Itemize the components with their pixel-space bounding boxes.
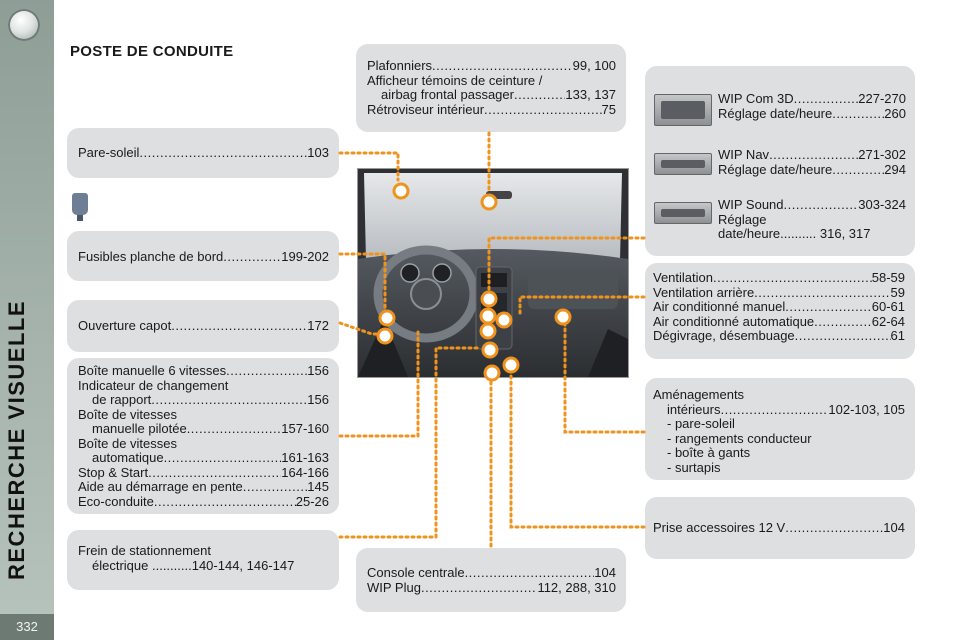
entry-pages[interactable]: 112, 288, 310: [537, 581, 616, 596]
entry-pages[interactable]: 156: [307, 393, 329, 408]
entry-pages[interactable]: 62-64: [872, 315, 905, 330]
entry-pages[interactable]: 99, 100: [573, 59, 616, 74]
entry-pages[interactable]: 133, 137: [565, 88, 616, 103]
entry-label: de rapport: [92, 393, 151, 408]
sidebar-title: RECHERCHE VISUELLE: [4, 160, 44, 580]
entry-label: Fusibles planche de bord: [78, 250, 223, 265]
entry-label: Prise accessoires 12 V: [653, 521, 785, 536]
box-capot[interactable]: Ouverture capot 172: [67, 300, 339, 352]
entry-pages[interactable]: 161-163: [281, 451, 329, 466]
entry-pages[interactable]: 260: [884, 107, 906, 122]
entry-label: Console centrale: [367, 566, 465, 581]
entry-label: Réglage date/heure: [718, 163, 832, 178]
entry-label: WIP Plug: [367, 581, 421, 596]
wip-nav-unit-icon: [654, 153, 712, 175]
list-item: - pare-soleil: [653, 417, 905, 432]
wip-com-unit-icon: [654, 94, 712, 126]
entry-label: Pare-soleil: [78, 146, 139, 161]
page-number: 332: [0, 614, 54, 640]
box-amenagements[interactable]: Aménagements intérieurs 102-103, 105 - pa…: [645, 378, 915, 480]
ventilation-row: Ventilation 58-59: [653, 271, 905, 286]
entry-label: Afficheur témoins de ceinture /: [367, 74, 616, 89]
entry-pages[interactable]: 156: [307, 364, 329, 379]
entry-label: Plafonniers: [367, 59, 432, 74]
sidebar: RECHERCHE VISUELLE 332: [0, 0, 54, 640]
box-console[interactable]: Console centrale 104 WIP Plug 112, 288, 31…: [356, 548, 626, 612]
entry-label: Dégivrage, désembuage: [653, 329, 795, 344]
entry-pages[interactable]: 75: [602, 103, 616, 118]
entry-label: Ouverture capot: [78, 319, 171, 334]
entry-pages[interactable]: 227-270: [858, 92, 906, 107]
entry-pages[interactable]: 199-202: [281, 250, 329, 265]
page-title: POSTE DE CONDUITE: [70, 43, 233, 60]
entry-label: Aide au démarrage en pente: [78, 480, 243, 495]
cockpit-illustration: [357, 168, 629, 378]
entry-pages[interactable]: 103: [307, 146, 329, 161]
entry-label: Réglage date/heure: [718, 107, 832, 122]
entry-label: Réglage: [718, 213, 906, 228]
entry-label: Indicateur de changement: [78, 379, 329, 394]
entry-pages[interactable]: 25-26: [296, 495, 329, 510]
entry-label: intérieurs: [667, 403, 720, 418]
section-logo-icon: [8, 9, 40, 41]
entry-label: airbag frontal passager: [381, 88, 514, 103]
entry-label: Aménagements: [653, 388, 905, 403]
entry-pages[interactable]: 59: [891, 286, 905, 301]
list-item: - surtapis: [653, 461, 905, 476]
entry-pages[interactable]: 102-103, 105: [828, 403, 905, 418]
box-plafonniers[interactable]: Plafonniers 99, 100 Afficheur témoins de …: [356, 44, 626, 132]
list-item: - boîte à gants: [653, 446, 905, 461]
entry-label: Boîte de vitesses: [78, 437, 329, 452]
entry-pages[interactable]: 271-302: [858, 148, 906, 163]
box-fusibles[interactable]: Fusibles planche de bord 199-202: [67, 231, 339, 281]
entry-pages[interactable]: date/heure.......... 316, 317: [718, 227, 906, 242]
entry-label: Boîte manuelle 6 vitesses: [78, 364, 226, 379]
box-pare-soleil[interactable]: Pare-soleil 103: [67, 128, 339, 178]
entry-pages[interactable]: 164-166: [281, 466, 329, 481]
entry-label: WIP Sound: [718, 198, 784, 213]
ventilation-row: Air conditionné automatique 62-64: [653, 315, 905, 330]
ventilation-row: Ventilation arrière 59: [653, 286, 905, 301]
box-ventilation[interactable]: Ventilation 58-59 Ventilation arrière 59 A…: [645, 263, 915, 359]
entry-pages[interactable]: 104: [883, 521, 905, 536]
entry-label: Air conditionné manuel: [653, 300, 785, 315]
entry-label: manuelle pilotée: [92, 422, 187, 437]
entry-label: Stop & Start: [78, 466, 148, 481]
entry-label: WIP Nav: [718, 148, 769, 163]
entry-pages[interactable]: 172: [307, 319, 329, 334]
entry-pages[interactable]: 145: [307, 480, 329, 495]
entry-pages[interactable]: 303-324: [858, 198, 906, 213]
wip-sound-unit-icon: [654, 202, 712, 224]
box-wip[interactable]: WIP Com 3D227-270 Réglage date/heure260 …: [645, 66, 915, 256]
list-item: - rangements conducteur: [653, 432, 905, 447]
entry-pages[interactable]: électrique ...........140-144, 146-147: [78, 559, 329, 574]
entry-label: Eco-conduite: [78, 495, 154, 510]
entry-label: Boîte de vitesses: [78, 408, 329, 423]
entry-label: WIP Com 3D: [718, 92, 794, 107]
ventilation-row: Dégivrage, désembuage 61: [653, 329, 905, 344]
entry-label: Ventilation arrière: [653, 286, 754, 301]
entry-label: Air conditionné automatique: [653, 315, 814, 330]
box-prise[interactable]: Prise accessoires 12 V 104: [645, 497, 915, 559]
entry-pages[interactable]: 294: [884, 163, 906, 178]
cockpit-drawing: [358, 169, 628, 377]
fuse-icon: [72, 193, 88, 215]
box-frein[interactable]: Frein de stationnement électrique ......…: [67, 530, 339, 590]
entry-pages[interactable]: 61: [891, 329, 905, 344]
entry-pages[interactable]: 157-160: [281, 422, 329, 437]
box-boite[interactable]: Boîte manuelle 6 vitesses 156 Indicateur …: [67, 358, 339, 514]
entry-pages[interactable]: 104: [594, 566, 616, 581]
entry-label: automatique: [92, 451, 164, 466]
leader-prise: [511, 366, 644, 527]
entry-label: Ventilation: [653, 271, 713, 286]
ventilation-row: Air conditionné manuel 60-61: [653, 300, 905, 315]
entry-pages[interactable]: 60-61: [872, 300, 905, 315]
entry-label: Frein de stationnement: [78, 544, 329, 559]
entry-label: Rétroviseur intérieur: [367, 103, 484, 118]
entry-pages[interactable]: 58-59: [872, 271, 905, 286]
